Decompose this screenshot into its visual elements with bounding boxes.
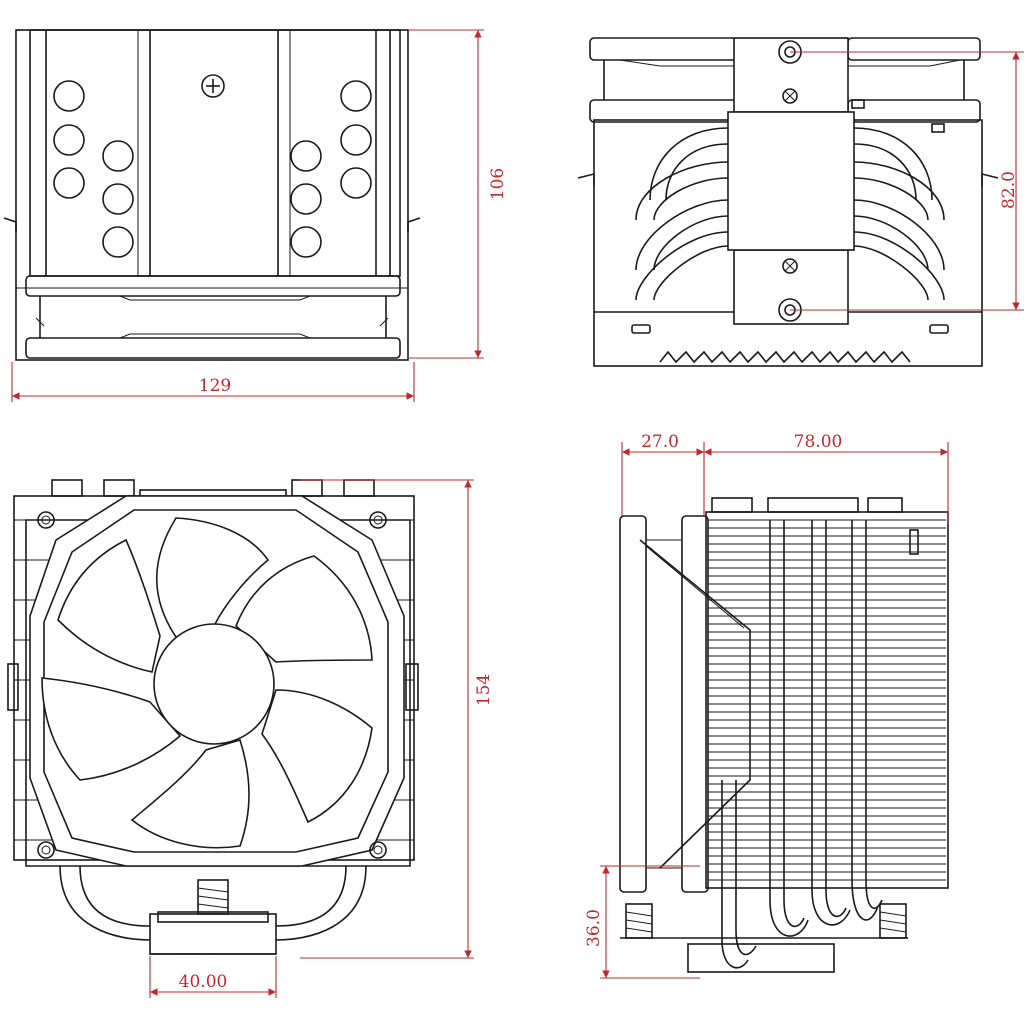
screw-icon bbox=[201, 74, 225, 98]
dim-fan-offset-27: 27.0 bbox=[641, 432, 679, 452]
side-view: 82.0 bbox=[577, 37, 1024, 367]
dim-base-width-40: 40.00 bbox=[179, 972, 228, 992]
fan-blades bbox=[41, 517, 373, 849]
dim-height-154: 154 bbox=[474, 674, 494, 706]
dim-base-height-36: 36.0 bbox=[584, 909, 604, 947]
spring-icon bbox=[625, 903, 653, 939]
mount-hole-icon bbox=[37, 511, 55, 529]
profile-view: 27.0 78.00 36.0 bbox=[584, 432, 949, 979]
mount-hole-icon bbox=[369, 841, 387, 859]
dim-height-106: 106 bbox=[488, 168, 508, 200]
fin-stack bbox=[708, 519, 946, 881]
mount-hole-icon bbox=[37, 841, 55, 859]
spring-icon bbox=[879, 903, 907, 939]
heatpipes-vertical bbox=[721, 520, 883, 969]
dim-width-129: 129 bbox=[199, 376, 231, 396]
fan-hub bbox=[153, 623, 275, 745]
spring-icon bbox=[197, 879, 229, 915]
dim-fin-depth-78: 78.00 bbox=[794, 432, 843, 452]
heatpipe-holes-right bbox=[290, 80, 372, 258]
top-view: 129 106 bbox=[3, 29, 508, 402]
screw-icon bbox=[782, 258, 798, 274]
heatpipe-holes-left bbox=[53, 80, 134, 258]
dim-hole-spacing-82: 82.0 bbox=[999, 171, 1019, 209]
mount-hole-icon bbox=[369, 511, 387, 529]
fan-view: 40.00 154 bbox=[7, 479, 494, 998]
heatpipes bbox=[635, 127, 945, 301]
screw-icon bbox=[782, 88, 798, 104]
